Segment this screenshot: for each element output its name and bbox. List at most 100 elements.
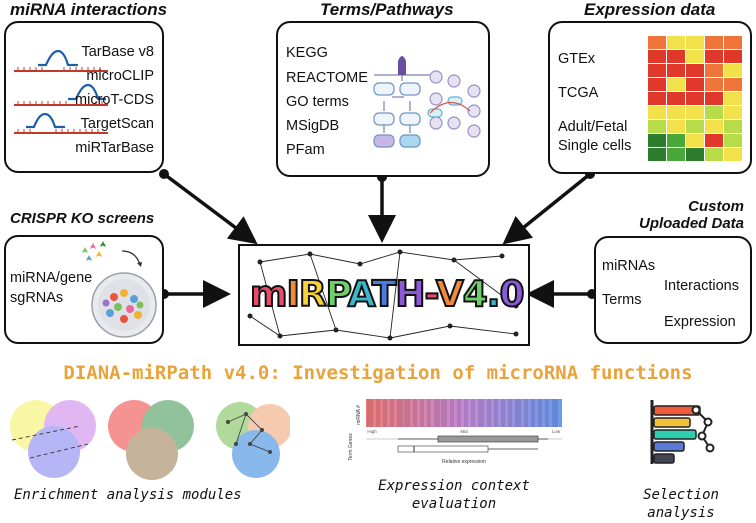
logo-letter: P bbox=[325, 273, 350, 316]
custom-panel: miRNAs Interactions Terms Expression bbox=[594, 236, 752, 344]
heatmap-cell bbox=[724, 134, 742, 147]
main-title: DIANA-miRPath v4.0: Investigation of mic… bbox=[63, 362, 693, 384]
crispr-mirna-gene: miRNA/gene bbox=[10, 270, 93, 286]
heatmap-cell bbox=[724, 64, 742, 77]
logo-letter: R bbox=[298, 273, 328, 316]
heatmap-cell bbox=[686, 78, 704, 91]
arrow-expression bbox=[502, 172, 592, 245]
custom-panel-title-line2: Uploaded Data bbox=[638, 215, 744, 232]
heatmap-icon bbox=[648, 36, 742, 161]
logo-letter: 0 bbox=[498, 273, 525, 316]
selection-chart-icon bbox=[650, 400, 715, 464]
crispr-panel: miRNA/gene sgRNAs bbox=[4, 235, 164, 344]
logo-letter: I bbox=[285, 273, 301, 316]
enrichment-caption: Enrichment analysis modules bbox=[14, 487, 242, 503]
expression-strip bbox=[366, 399, 562, 427]
selection-caption-line1: Selection bbox=[643, 487, 719, 503]
custom-panel-title-line1: Custom bbox=[688, 198, 744, 215]
heatmap-cell bbox=[705, 78, 723, 91]
custom-expression: Expression bbox=[664, 314, 736, 330]
custom-interactions: Interactions bbox=[664, 278, 739, 294]
heatmap-cell bbox=[667, 92, 685, 105]
heatmap-cell bbox=[667, 148, 685, 161]
db-tarbase: TarBase v8 bbox=[81, 44, 154, 60]
heatmap-cell bbox=[648, 148, 666, 161]
heatmap-cell bbox=[648, 106, 666, 119]
crispr-panel-title: CRISPR KO screens bbox=[10, 210, 155, 227]
heatmap-cell bbox=[667, 134, 685, 147]
mirna-panel: TarBase v8 microCLIP microT-CDS TargetSc… bbox=[4, 21, 164, 173]
heatmap-cell bbox=[667, 50, 685, 63]
heatmap-cell bbox=[705, 120, 723, 133]
heatmap-cell bbox=[648, 50, 666, 63]
network-background-icon bbox=[247, 249, 519, 341]
boxplot-box-bottom bbox=[397, 445, 489, 453]
expression-caption-line2: evaluation bbox=[411, 496, 497, 512]
heatmap-cell bbox=[705, 36, 723, 49]
heatmap-cell bbox=[686, 64, 704, 77]
heatmap-cell bbox=[724, 36, 742, 49]
term-reactome: REACTOME bbox=[286, 70, 368, 86]
heatmap-cell bbox=[705, 50, 723, 63]
heatmap-cell bbox=[724, 120, 742, 133]
db-microt-cds: microT-CDS bbox=[75, 92, 154, 108]
expression-panel: GTEx TCGA Adult/Fetal Single cells bbox=[548, 21, 752, 174]
terms-panel: KEGG REACTOME GO terms MSigDB PFam bbox=[276, 21, 490, 177]
heatmap-cell bbox=[686, 106, 704, 119]
db-targetscan: TargetScan bbox=[80, 116, 154, 132]
term-pfam: PFam bbox=[286, 142, 325, 158]
x-tick-label: Mid bbox=[460, 429, 468, 434]
heatmap-cell bbox=[705, 134, 723, 147]
heatmap-cell bbox=[667, 36, 685, 49]
expr-adult-fetal: Adult/Fetal bbox=[558, 119, 628, 135]
ylabel-top: miRNA # bbox=[356, 405, 362, 425]
expr-tcga: TCGA bbox=[558, 85, 599, 101]
pathway-diagram-icon bbox=[373, 56, 481, 148]
mirna-panel-title: miRNA interactions bbox=[10, 0, 168, 19]
expression-panel-title: Expression data bbox=[584, 0, 716, 19]
logo-letter: - bbox=[424, 273, 438, 316]
db-mirtarbase: miRTarBase bbox=[75, 140, 154, 156]
db-microclip: microCLIP bbox=[86, 68, 154, 84]
heatmap-cell bbox=[724, 50, 742, 63]
heatmap-cell bbox=[705, 106, 723, 119]
expr-single-cells: Single cells bbox=[558, 138, 632, 154]
heatmap-cell bbox=[667, 78, 685, 91]
logo-letter: H bbox=[394, 273, 426, 316]
term-kegg: KEGG bbox=[286, 45, 328, 61]
logo-letter: 4 bbox=[462, 273, 489, 316]
boxplot-box-top bbox=[437, 435, 539, 443]
logo-letter: A bbox=[347, 273, 374, 316]
logo-letter: V bbox=[435, 273, 465, 316]
term-go: GO terms bbox=[286, 94, 349, 110]
expression-caption-line1: Expression context bbox=[378, 478, 530, 494]
heatmap-cell bbox=[705, 92, 723, 105]
heatmap-cell bbox=[705, 148, 723, 161]
heatmap-cell bbox=[724, 78, 742, 91]
heatmap-cell bbox=[648, 36, 666, 49]
heatmap-cell bbox=[705, 64, 723, 77]
expr-gtex: GTEx bbox=[558, 51, 596, 67]
logo-letter: m bbox=[249, 273, 288, 316]
mirpath-logo: mIRPATH-V4.0 bbox=[249, 273, 526, 316]
heatmap-cell bbox=[686, 134, 704, 147]
heatmap-cell bbox=[686, 50, 704, 63]
custom-terms: Terms bbox=[602, 292, 642, 308]
heatmap-cell bbox=[686, 148, 704, 161]
heatmap-cell bbox=[686, 120, 704, 133]
heatmap-cell bbox=[648, 92, 666, 105]
logo-letter: . bbox=[486, 273, 502, 316]
heatmap-cell bbox=[648, 120, 666, 133]
heatmap-cell bbox=[648, 78, 666, 91]
heatmap-cell bbox=[667, 106, 685, 119]
arrow-mirna bbox=[162, 172, 258, 245]
term-msigdb: MSigDB bbox=[286, 118, 340, 134]
crispr-sgrnas: sgRNAs bbox=[10, 290, 64, 306]
logo-letter: T bbox=[371, 273, 398, 316]
ylabel-bottom: Term Genes bbox=[348, 433, 354, 461]
heatmap-cell bbox=[686, 92, 704, 105]
heatmap-cell bbox=[724, 106, 742, 119]
heatmap-cell bbox=[648, 134, 666, 147]
heatmap-cell bbox=[667, 64, 685, 77]
heatmap-cell bbox=[724, 92, 742, 105]
